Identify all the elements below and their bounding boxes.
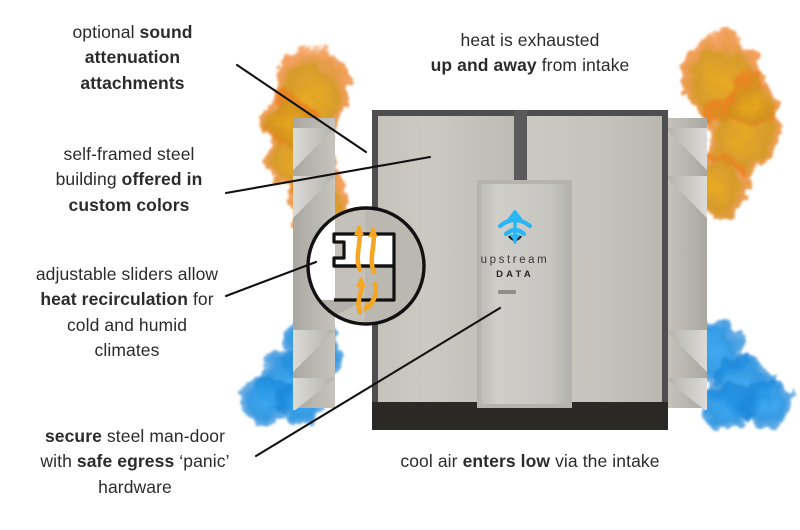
callout-line: with safe egress ‘panic’ xyxy=(40,451,230,472)
callout-line: custom colors xyxy=(68,194,190,215)
upstream-data-logo: upstream DATA xyxy=(481,210,550,280)
callout-sound-attenuation: optional sound attenuation attachments xyxy=(20,20,245,96)
left-attenuation-wing xyxy=(293,118,335,410)
callout-line: attenuation xyxy=(84,47,181,68)
door-handle[interactable] xyxy=(498,290,516,294)
leader-heat-recirculation xyxy=(224,260,318,298)
leader-lines xyxy=(224,63,502,458)
callout-line: secure steel man-door xyxy=(44,426,226,446)
callout-line: climates xyxy=(94,340,160,361)
upstream-signal-icon xyxy=(497,210,533,244)
leader-man-door xyxy=(254,306,502,458)
recirculation-arrow-heads xyxy=(354,225,378,312)
callout-line: optional sound xyxy=(72,22,193,42)
callout-line: building offered in xyxy=(55,169,203,190)
right-louvers xyxy=(665,128,707,410)
callout-line: heat is exhausted xyxy=(460,30,600,50)
callout-heat-recirculation: adjustable sliders allow heat recirculati… xyxy=(8,262,246,364)
callout-line: attachments xyxy=(80,72,185,93)
callout-line: cool air enters low via the intake xyxy=(400,451,660,471)
man-door[interactable] xyxy=(477,180,572,408)
callout-self-framed-steel: self-framed steel building offered in cust… xyxy=(18,142,240,218)
callout-line: adjustable sliders allow xyxy=(35,264,219,284)
right-attenuation-wing xyxy=(665,118,707,410)
callout-line: hardware xyxy=(98,476,172,497)
callout-line: up and away from intake xyxy=(430,55,630,76)
leader-self-framed-steel xyxy=(224,155,432,195)
leader-sound-attenuation xyxy=(235,63,368,154)
callout-man-door: secure steel man-door with safe egress ‘p… xyxy=(10,424,260,500)
callout-line: cold and humid xyxy=(66,314,188,335)
callout-cool-air-intake: cool air enters low via the intake xyxy=(350,449,710,474)
callout-heat-exhaust: heat is exhausted up and away from intake xyxy=(400,28,660,79)
logo-wordmark: upstream xyxy=(481,254,550,266)
callout-line: heat recirculation for xyxy=(40,289,214,310)
left-louvers xyxy=(293,128,335,410)
callout-line: self-framed steel xyxy=(63,144,195,164)
logo-subword: DATA xyxy=(496,269,534,280)
heat-recirculation-detail-circle xyxy=(306,206,426,326)
